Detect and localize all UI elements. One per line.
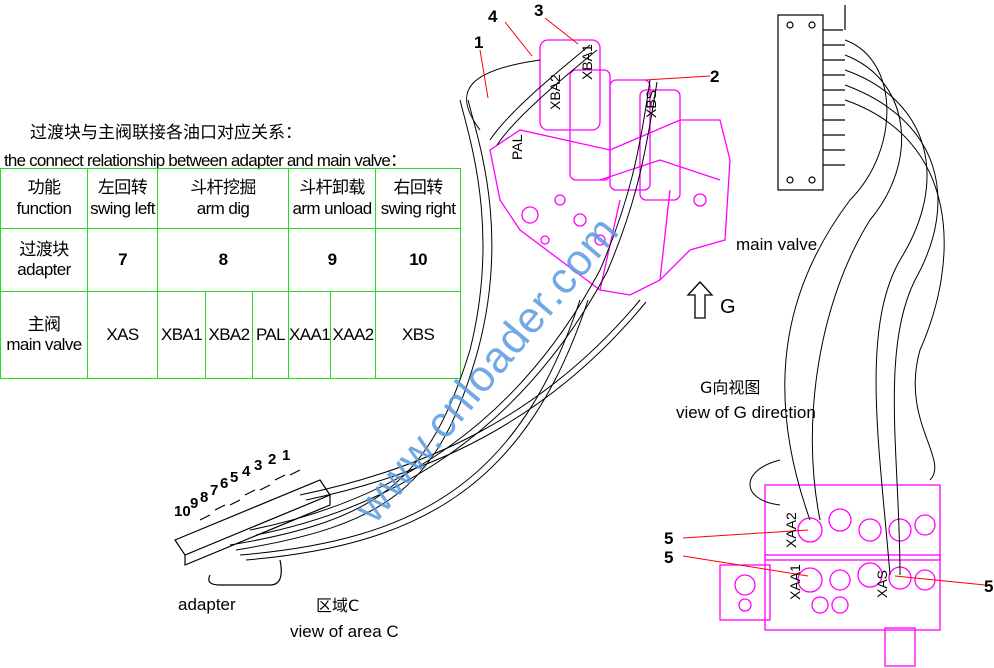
main-valve-drawing <box>489 39 941 667</box>
adapter-number: 1 <box>282 447 290 464</box>
valve-port: XAS <box>87 291 158 379</box>
adapter-number: 3 <box>254 457 262 474</box>
valve-port: XBA2 <box>205 291 253 379</box>
valve-port: XBS <box>375 291 462 379</box>
callout-4: 4 <box>488 7 498 26</box>
adapter-number: 2 <box>268 451 276 468</box>
callout-2: 2 <box>710 67 719 86</box>
port-label-pal: PAL <box>509 134 525 160</box>
g-view-cn: G向视图 <box>700 378 761 397</box>
area-c-cn: 区域C <box>316 596 360 615</box>
hoses <box>229 39 945 576</box>
main-valve-label: main valve <box>736 235 818 254</box>
port-label-xba2: XBA2 <box>547 74 563 110</box>
adapter-number: 7 <box>210 482 218 499</box>
heading-cn: 过渡块与主阀联接各油口对应关系： <box>30 123 302 143</box>
callout-5: 5 <box>664 529 673 548</box>
adapter-number: 6 <box>220 475 228 492</box>
adapter-port: 7 <box>87 228 158 292</box>
g-label: G <box>720 296 736 318</box>
area-c-en: view of area C <box>290 622 399 641</box>
valve-port: XAA1 <box>287 291 332 379</box>
port-label-xaa2: XAA2 <box>783 512 799 548</box>
adapter-port: 8 <box>157 228 289 292</box>
adapter-block-bottom <box>174 469 331 586</box>
g-view-en: view of G direction <box>676 403 816 422</box>
adapter-number: 8 <box>200 489 208 506</box>
port-label-xbs: XBS <box>643 90 659 118</box>
callout-1: 1 <box>474 33 483 52</box>
adapter-label: adapter <box>178 595 236 614</box>
adapter-block-top <box>777 5 846 191</box>
port-label-xas: XAS <box>874 570 890 598</box>
adapter-number: 5 <box>230 469 238 486</box>
valve-port: XAA2 <box>330 291 377 379</box>
adapter-number: 9 <box>190 495 198 512</box>
callout-5: 5 <box>664 548 673 567</box>
view-direction-arrow <box>686 281 714 319</box>
leader-lines <box>479 17 986 586</box>
heading-en: the connect relationship between adapter… <box>4 151 407 170</box>
adapter-number: 10 <box>174 503 191 520</box>
port-label-xba1: XBA1 <box>579 44 595 80</box>
callout-5: 5 <box>984 577 993 596</box>
callout-3: 3 <box>534 1 543 20</box>
port-label-xaa1: XAA1 <box>787 564 803 600</box>
adapter-number: 4 <box>242 463 251 480</box>
